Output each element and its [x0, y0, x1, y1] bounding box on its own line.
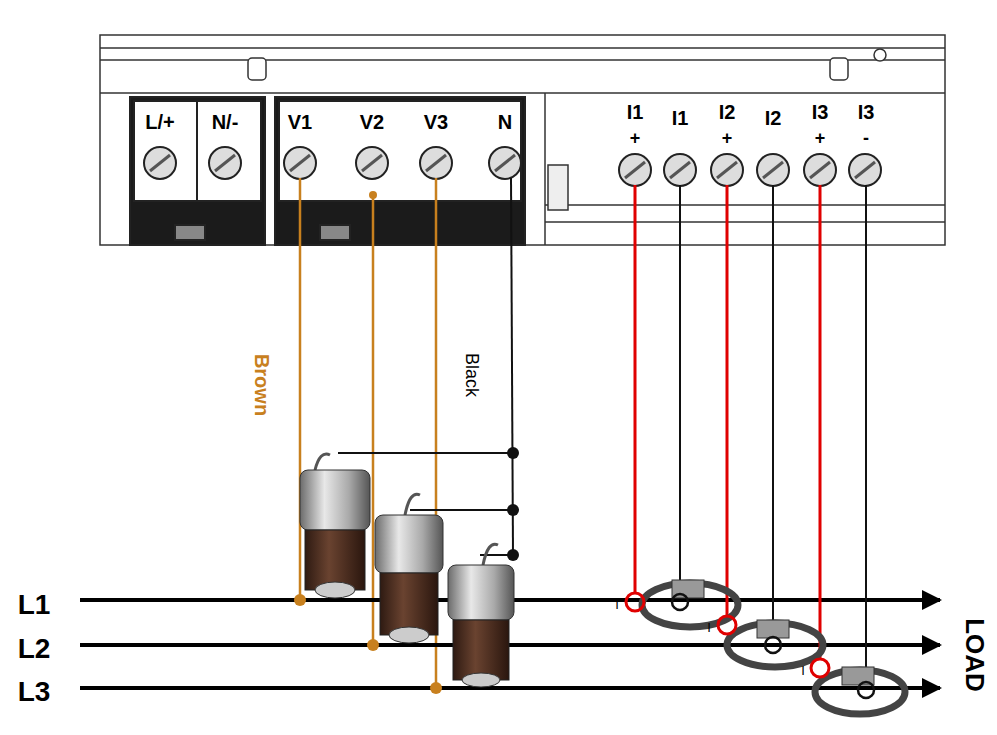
polarity-mark: -	[863, 129, 869, 147]
terminal-screw	[489, 147, 521, 179]
terminal-screw	[356, 147, 388, 179]
terminal-blocks	[130, 97, 525, 245]
terminal-screw	[144, 147, 176, 179]
screw-slot	[625, 162, 645, 178]
screw-slot	[855, 162, 875, 178]
screw-slot	[362, 155, 382, 171]
terminal-label: N	[498, 112, 512, 132]
wire-color-label: Black	[463, 353, 481, 397]
tap-dots	[294, 191, 442, 694]
terminal-screw	[619, 154, 651, 186]
ct-mark: I	[615, 598, 619, 611]
ct-wires	[635, 185, 866, 680]
ct-mark: I	[707, 621, 711, 634]
screw-slot	[215, 155, 235, 171]
terminal-label: I1	[672, 108, 689, 128]
terminal-label: L/+	[145, 112, 174, 132]
terminal-label: I1	[627, 102, 644, 122]
terminal-label: V2	[360, 112, 384, 132]
terminal-label: I3	[812, 102, 829, 122]
polarity-mark: +	[722, 129, 733, 147]
terminal-screw	[284, 147, 316, 179]
terminal-screw	[664, 154, 696, 186]
meter-housing	[100, 35, 945, 245]
fuse-holders	[300, 454, 514, 687]
terminal-screw	[804, 154, 836, 186]
terminal-screw	[420, 147, 452, 179]
terminal-label: I3	[858, 102, 875, 122]
polarity-mark: +	[630, 129, 641, 147]
screw-slot	[810, 162, 830, 178]
terminal-label: I2	[765, 108, 782, 128]
phase-label: L3	[18, 678, 51, 706]
load-label: LOAD	[962, 618, 988, 692]
junction-dots	[507, 447, 519, 561]
terminal-label: V3	[424, 112, 448, 132]
phase-label: L2	[18, 635, 51, 663]
screw-slot	[426, 155, 446, 171]
current-clamps	[626, 580, 905, 714]
terminal-label: N/-	[212, 112, 239, 132]
wire-color-label: Brown	[252, 354, 272, 416]
terminal-screws	[144, 147, 881, 186]
screw-slot	[495, 155, 515, 171]
terminal-screw	[711, 154, 743, 186]
ct-mark: I	[801, 664, 805, 677]
terminal-screw	[849, 154, 881, 186]
screw-slot	[290, 155, 310, 171]
terminal-screw	[209, 147, 241, 179]
screw-slot	[150, 155, 170, 171]
screw-slot	[717, 162, 737, 178]
terminal-label: I2	[719, 102, 736, 122]
polarity-mark: +	[815, 129, 826, 147]
terminal-screw	[757, 154, 789, 186]
screw-slot	[763, 162, 783, 178]
phase-label: L1	[18, 591, 51, 619]
terminal-label: V1	[288, 112, 312, 132]
screw-slot	[670, 162, 690, 178]
